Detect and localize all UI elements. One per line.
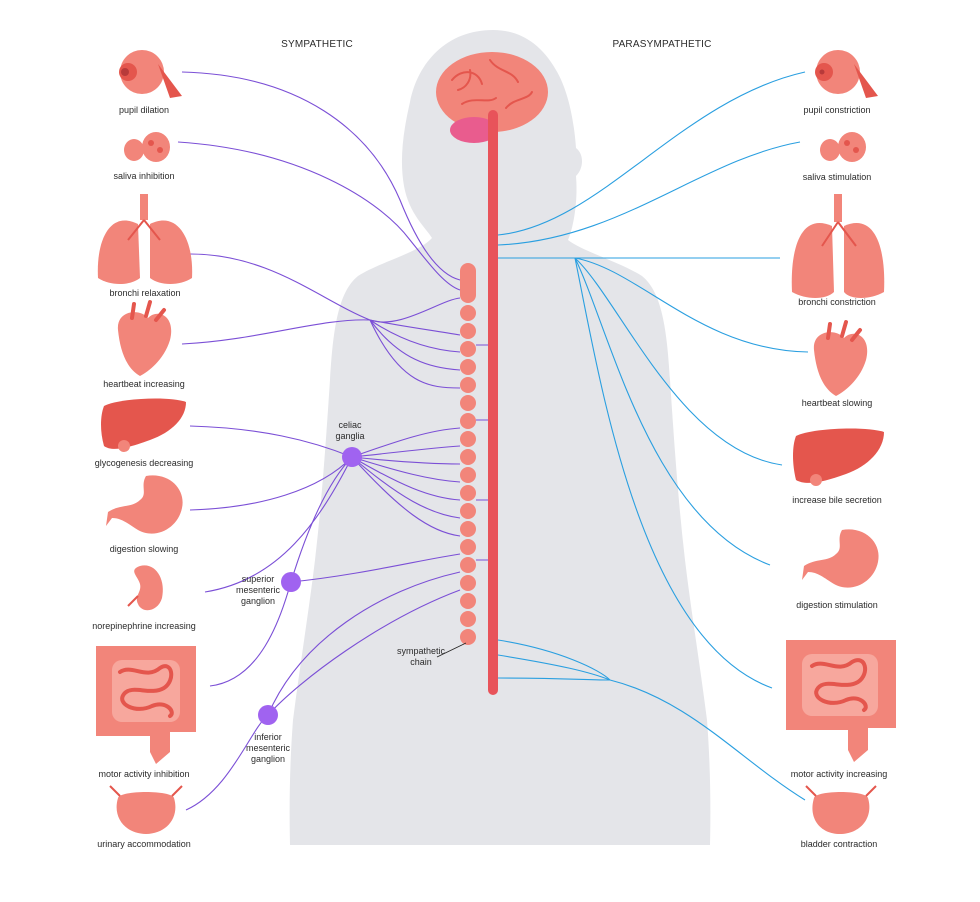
- label-norepinephrine-increasing: norepinephrine increasing: [92, 621, 196, 631]
- svg-text:ganglia: ganglia: [335, 431, 364, 441]
- salivary-gland-icon-right: [820, 132, 866, 162]
- lungs-icon-right: [791, 194, 885, 298]
- superior-mesenteric-ganglion: [281, 572, 301, 592]
- label-urinary-accommodation: urinary accommodation: [97, 839, 191, 849]
- liver-icon-right: [793, 428, 884, 486]
- svg-text:ganglion: ganglion: [251, 754, 285, 764]
- eye-icon: [119, 50, 182, 98]
- parasympathetic-nerves: [497, 71, 809, 801]
- bladder-icon-right: [805, 785, 877, 834]
- label-pupil-constriction: pupil constriction: [803, 105, 870, 115]
- heart-icon: [117, 300, 172, 376]
- svg-text:mesenteric: mesenteric: [246, 743, 291, 753]
- label-increase-bile-secretion: increase bile secretion: [792, 495, 882, 505]
- heart-icon-right: [813, 320, 868, 396]
- superior-mesenteric-ganglion-label: superior mesenteric ganglion: [236, 574, 281, 606]
- svg-text:celiac: celiac: [338, 420, 362, 430]
- svg-text:ganglion: ganglion: [241, 596, 275, 606]
- label-bladder-contraction: bladder contraction: [801, 839, 878, 849]
- sympathetic-nerves: [177, 71, 461, 811]
- label-digestion-stimulation: digestion stimulation: [796, 600, 878, 610]
- bladder-icon: [109, 785, 183, 834]
- label-motor-activity-increasing: motor activity increasing: [791, 769, 888, 779]
- label-saliva-stimulation: saliva stimulation: [803, 172, 872, 182]
- eye-icon-right: [815, 50, 878, 98]
- label-heartbeat-increasing: heartbeat increasing: [103, 379, 185, 389]
- label-bronchi-relaxation: bronchi relaxation: [109, 288, 180, 298]
- svg-text:superior: superior: [242, 574, 275, 584]
- salivary-gland-icon: [124, 132, 170, 162]
- parasympathetic-header: PARASYMPATHETIC: [612, 39, 711, 50]
- celiac-ganglia-label: celiac ganglia: [335, 420, 364, 441]
- kidney-icon: [127, 565, 163, 611]
- label-bronchi-constriction: bronchi constriction: [798, 297, 876, 307]
- svg-text:sympathetic: sympathetic: [397, 646, 446, 656]
- sympathetic-chain: [460, 263, 488, 645]
- sympathetic-header: SYMPATHETIC: [281, 39, 353, 50]
- body-silhouette: [289, 30, 711, 845]
- stomach-icon: [106, 475, 183, 534]
- lungs-icon: [97, 194, 193, 284]
- sympathetic-chain-label: sympathetic chain: [397, 646, 446, 667]
- svg-text:chain: chain: [410, 657, 432, 667]
- svg-text:mesenteric: mesenteric: [236, 585, 281, 595]
- sympathetic-chain-pointer: [436, 642, 467, 658]
- stomach-icon-right: [802, 529, 879, 588]
- label-pupil-dilation: pupil dilation: [119, 105, 169, 115]
- spinal-cord: [488, 110, 498, 695]
- inferior-mesenteric-ganglion-label: inferior mesenteric ganglion: [246, 732, 291, 764]
- liver-icon: [101, 398, 186, 452]
- label-saliva-inhibition: saliva inhibition: [113, 171, 174, 181]
- inferior-mesenteric-ganglion: [258, 705, 278, 725]
- intestines-icon-right: [786, 640, 896, 762]
- svg-text:inferior: inferior: [254, 732, 282, 742]
- brain-icon: [436, 52, 548, 143]
- celiac-ganglion: [342, 447, 362, 467]
- label-glycogenesis-decreasing: glycogenesis decreasing: [95, 458, 194, 468]
- label-motor-activity-inhibition: motor activity inhibition: [98, 769, 189, 779]
- intestines-icon: [96, 646, 196, 764]
- label-digestion-slowing: digestion slowing: [110, 544, 179, 554]
- label-heartbeat-slowing: heartbeat slowing: [802, 398, 873, 408]
